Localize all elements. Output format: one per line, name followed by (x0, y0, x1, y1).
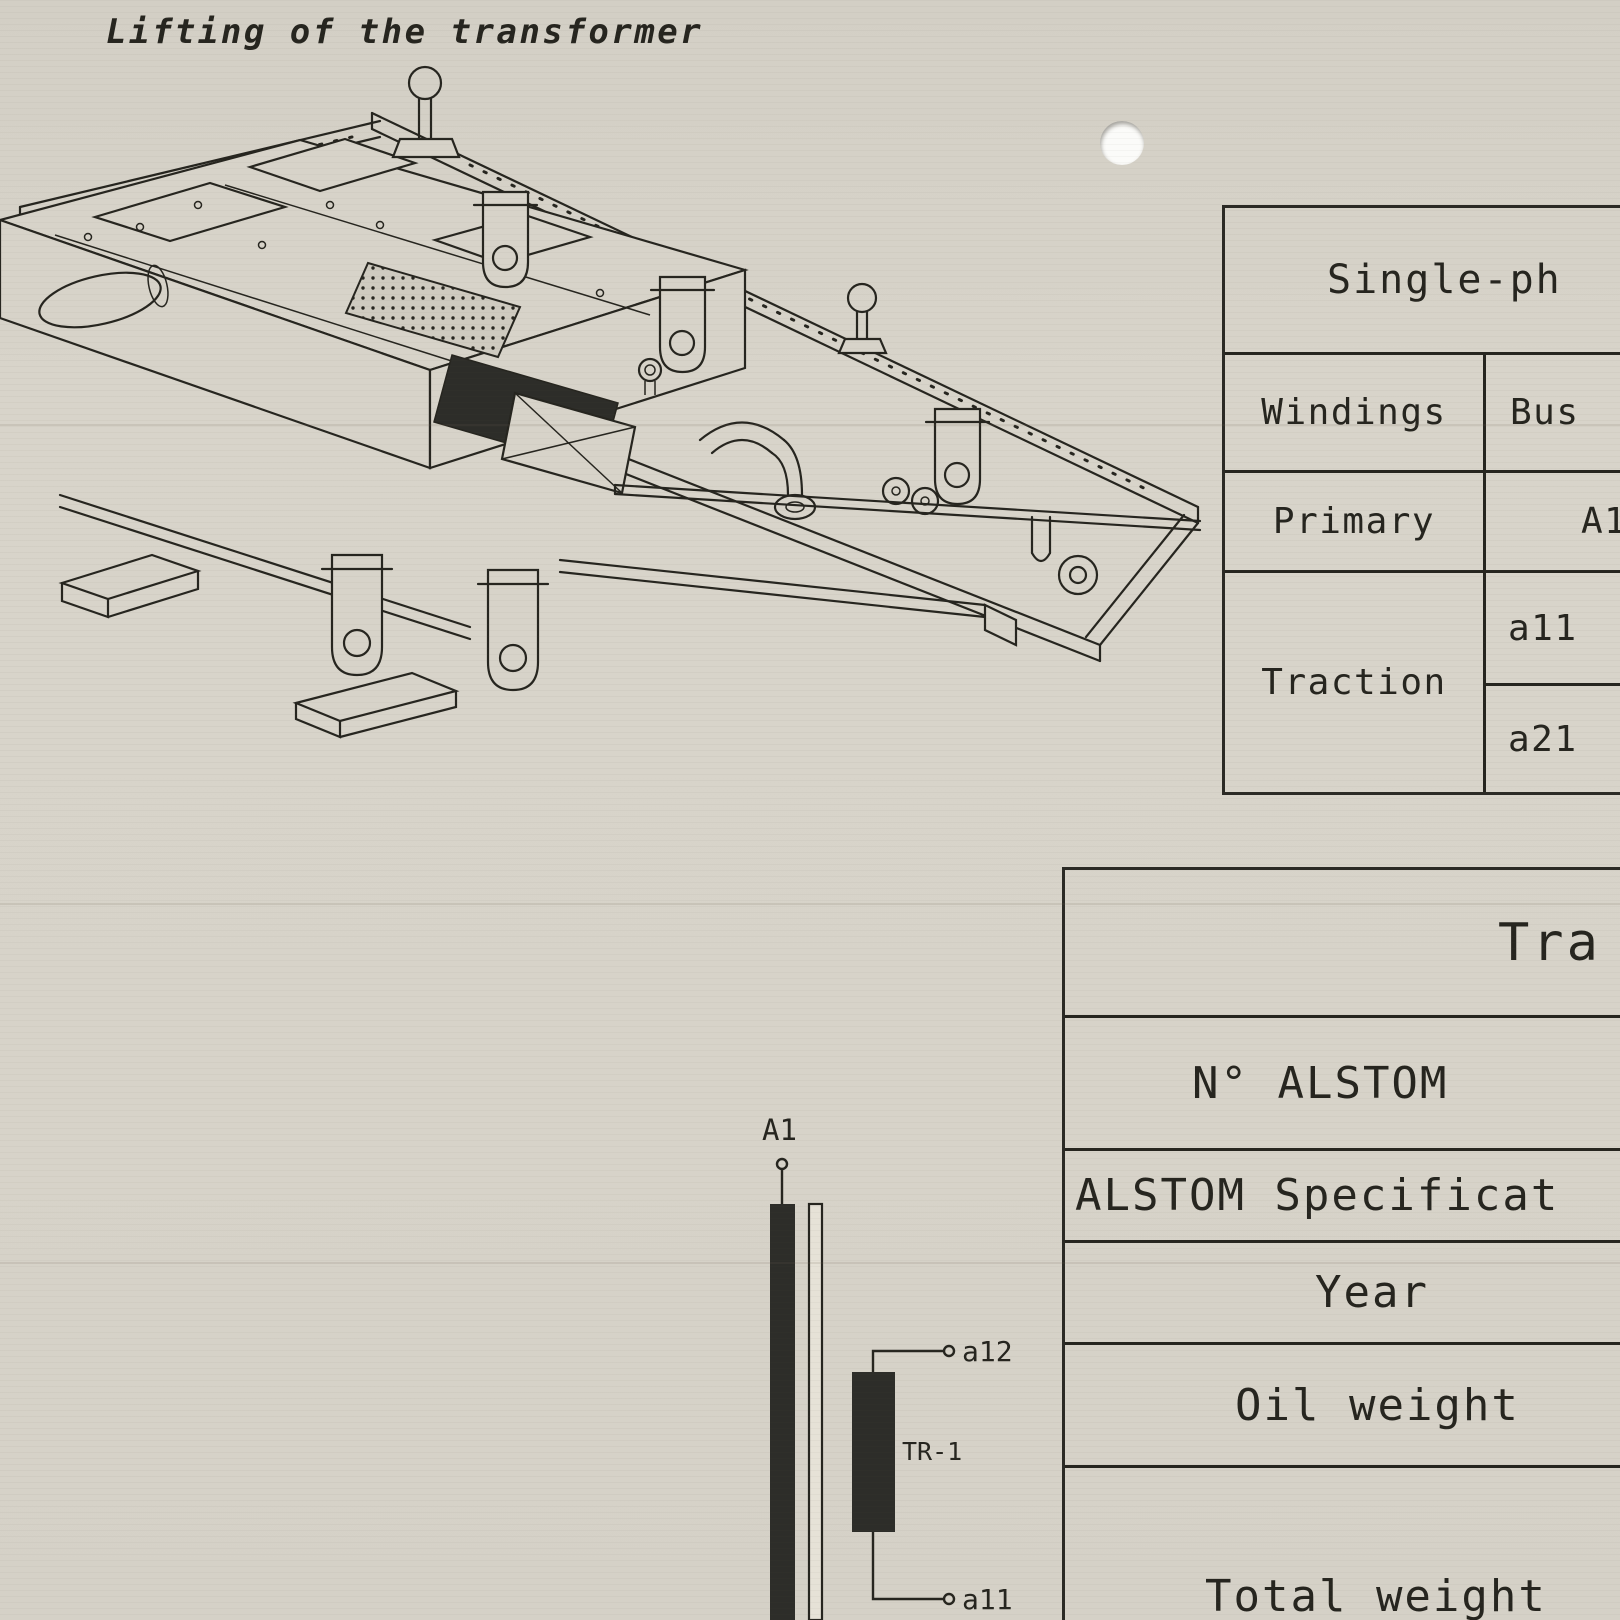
terminal-circle-a1 (775, 1157, 789, 1171)
info-row-oil-weight: Oil weight (1065, 1345, 1620, 1468)
spreader-bar-and-shackles (613, 476, 1202, 596)
traction-value-cell-2: a21 (1508, 718, 1578, 760)
traction-row-label: Traction (1261, 662, 1447, 703)
transformer-lifting-drawing (0, 65, 1202, 739)
scan-streak (0, 903, 1620, 905)
terminal-a11-label: a11 (962, 1583, 1013, 1616)
tr1-winding-bar (852, 1372, 895, 1532)
bushings-header-cell: Bus (1486, 355, 1620, 473)
lifting-eye-left (391, 65, 461, 159)
transformer-info-table: Tra N° ALSTOM ALSTOM Specificat Year Oil… (1062, 867, 1620, 1620)
info-row-total-weight: Total weight (1205, 1570, 1547, 1620)
transformer-body (0, 137, 1018, 647)
primary-winding-bar (770, 1204, 795, 1620)
page-title: Lifting of the transformer (106, 12, 704, 52)
scan-streak (0, 1262, 1620, 1264)
core-bar (807, 1202, 824, 1620)
winding-schematic: A1 TR-1 a12 a11 (762, 1113, 1013, 1620)
info-row-specification: ALSTOM Specificat (1065, 1151, 1620, 1243)
windings-header-cell: Windings (1225, 355, 1483, 473)
hanger-plates (292, 190, 991, 739)
info-row-alstom-number: N° ALSTOM (1065, 1018, 1620, 1151)
terminal-circle-a12 (942, 1344, 956, 1358)
windings-table-title: Single-ph (1225, 208, 1620, 355)
windings-table: Single-ph Windings Primary Traction Bus … (1222, 205, 1620, 795)
schematic-terminal-a1-label: A1 (762, 1113, 797, 1147)
primary-value-cell: A1 (1486, 473, 1620, 573)
scan-streak (0, 424, 1620, 426)
terminal-a12-label: a12 (962, 1335, 1013, 1368)
info-row-year: Year (1065, 1243, 1620, 1345)
traction-value-cell-1: a11 (1486, 573, 1620, 686)
tr1-label: TR-1 (902, 1437, 962, 1466)
terminal-circle-a11 (942, 1592, 956, 1606)
primary-row-label: Primary (1225, 473, 1483, 573)
hole-punch (1100, 121, 1144, 165)
lifting-eye-right (837, 282, 888, 355)
info-table-title: Tra (1065, 870, 1620, 1018)
